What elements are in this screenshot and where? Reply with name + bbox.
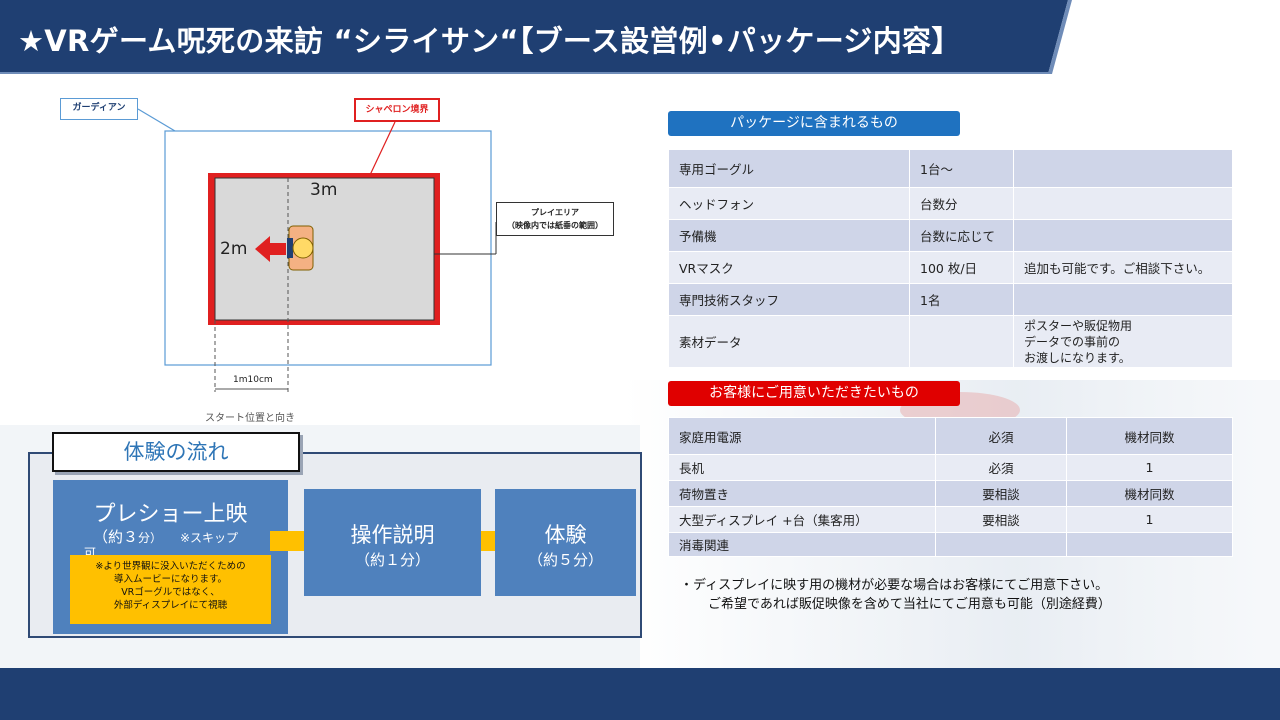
table-cell: 消毒関連 [668, 532, 936, 557]
table-cell [909, 315, 1014, 368]
table-cell: 家庭用電源 [668, 417, 936, 455]
preshow-note-line: VRゴーグルではなく、 [121, 587, 220, 598]
guardian-label: ガーディアン [60, 98, 138, 120]
table-cell: 要相談 [935, 506, 1067, 533]
chaperone-label: シャペロン境界 [354, 98, 440, 122]
display-note: ・ディスプレイに映す用の機材が必要な場合はお客様にてご用意下さい。 ご希望であれ… [680, 576, 1111, 614]
table-cell [1013, 187, 1233, 220]
start-position-label: スタート位置と向き [205, 413, 295, 424]
table-row: 消毒関連 [668, 532, 1233, 557]
package-header: パッケージに含まれるもの [668, 111, 960, 136]
table-row: 大型ディスプレイ +台（集客用） 要相談 1 [668, 506, 1233, 533]
step-preshow-duration: （約３分） [93, 526, 162, 547]
step-preshow-skip: ※スキップ [180, 531, 239, 545]
play-area-title: プレイエリア [531, 208, 579, 217]
depth-label: 2m [220, 239, 248, 259]
footer-bar [0, 668, 1280, 720]
table-cell [1013, 219, 1233, 252]
step-instructions-duration: （約１分） [354, 551, 430, 569]
table-row: 素材データ ポスターや販促物用 データでの事前の お渡しになります。 [668, 315, 1233, 368]
step-preshow-title: プレショー上映 [93, 502, 248, 527]
preshow-note: ※より世界観に没入いただくための 導入ムービーになります。 VRゴーグルではなく… [70, 560, 271, 612]
table-row: 専用ゴーグル 1台～ [668, 149, 1233, 188]
table-cell [935, 532, 1067, 557]
preshow-note-line: 外部ディスプレイにて視聴 [113, 600, 228, 611]
display-note-line: ご希望であれば販促映像を含めて当社にてご用意も可能（別途経費） [708, 597, 1111, 612]
table-cell: 専門技術スタッフ [668, 283, 910, 316]
table-cell: 荷物置き [668, 480, 936, 507]
package-table: 専用ゴーグル 1台～ ヘッドフォン 台数分 予備機 台数に応じて VRマスク 1… [668, 149, 1233, 368]
table-row: 荷物置き 要相談 機材同数 [668, 480, 1233, 507]
step-experience [495, 489, 636, 596]
table-cell: 1名 [909, 283, 1014, 316]
table-cell-line: ポスターや販促物用 [1024, 318, 1133, 333]
step-preshow-duration-b: 分） [138, 531, 163, 545]
table-cell: 必須 [935, 454, 1067, 481]
table-cell: ポスターや販促物用 データでの事前の お渡しになります。 [1013, 315, 1233, 368]
table-cell: 素材データ [668, 315, 910, 368]
table-row: ヘッドフォン 台数分 [668, 187, 1233, 220]
table-cell-line: お渡しになります。 [1024, 350, 1131, 365]
table-cell: 予備機 [668, 219, 910, 252]
table-cell: 長机 [668, 454, 936, 481]
table-cell: 台数に応じて [909, 219, 1014, 252]
play-area-label: プレイエリア （映像内では紙垂の範囲） [496, 202, 614, 236]
table-cell [1066, 532, 1233, 557]
booth-layout-diagram [137, 108, 497, 392]
table-cell: 機材同数 [1066, 417, 1233, 455]
display-note-line: ・ディスプレイに映す用の機材が必要な場合はお客様にてご用意下さい。 [680, 578, 1109, 593]
step-preshow-duration-a: （約３ [93, 528, 139, 546]
preshow-note-line: ※より世界観に没入いただくための [95, 561, 246, 572]
table-cell: 1 [1066, 506, 1233, 533]
customer-header: お客様にご用意いただきたいもの [668, 381, 960, 406]
table-row: 長机 必須 1 [668, 454, 1233, 481]
flow-title: 体験の流れ [123, 440, 229, 464]
table-row: 専門技術スタッフ 1名 [668, 283, 1233, 316]
table-cell: 機材同数 [1066, 480, 1233, 507]
table-cell-line: データでの事前の [1024, 334, 1121, 349]
table-cell [1013, 149, 1233, 188]
table-cell: 追加も可能です。ご相談下さい。 [1013, 251, 1233, 284]
distance-label: 1m10cm [233, 375, 273, 385]
table-cell: 100 枚/日 [909, 251, 1014, 284]
table-cell: 要相談 [935, 480, 1067, 507]
table-cell: ヘッドフォン [668, 187, 910, 220]
flow-title-box [52, 432, 300, 472]
width-label: 3m [310, 180, 338, 200]
table-cell: 大型ディスプレイ +台（集客用） [668, 506, 936, 533]
preshow-note-line: 導入ムービーになります。 [113, 574, 228, 585]
table-cell: 台数分 [909, 187, 1014, 220]
direction-arrow-icon [255, 236, 286, 262]
header-banner [0, 0, 1072, 74]
customer-table: 家庭用電源 必須 機材同数 長机 必須 1 荷物置き 要相談 機材同数 大型ディ… [668, 417, 1233, 557]
table-cell: 1台～ [909, 149, 1014, 188]
step-instructions [304, 489, 481, 596]
table-row: 予備機 台数に応じて [668, 219, 1233, 252]
play-area-note: （映像内では紙垂の範囲） [507, 221, 603, 230]
step-experience-title: 体験 [544, 523, 587, 547]
table-cell: 必須 [935, 417, 1067, 455]
table-cell: VRマスク [668, 251, 910, 284]
step-experience-duration: （約５分） [527, 551, 603, 569]
table-row: VRマスク 100 枚/日 追加も可能です。ご相談下さい。 [668, 251, 1233, 284]
page-title: ★VRゲーム呪死の来訪 “シライサン“【ブース設営例•パッケージ内容】 [18, 24, 961, 58]
step-instructions-title: 操作説明 [350, 523, 435, 547]
table-cell: 1 [1066, 454, 1233, 481]
table-row: 家庭用電源 必須 機材同数 [668, 417, 1233, 455]
preshow-note-box [70, 555, 271, 624]
table-cell: 専用ゴーグル [668, 149, 910, 188]
table-cell [1013, 283, 1233, 316]
